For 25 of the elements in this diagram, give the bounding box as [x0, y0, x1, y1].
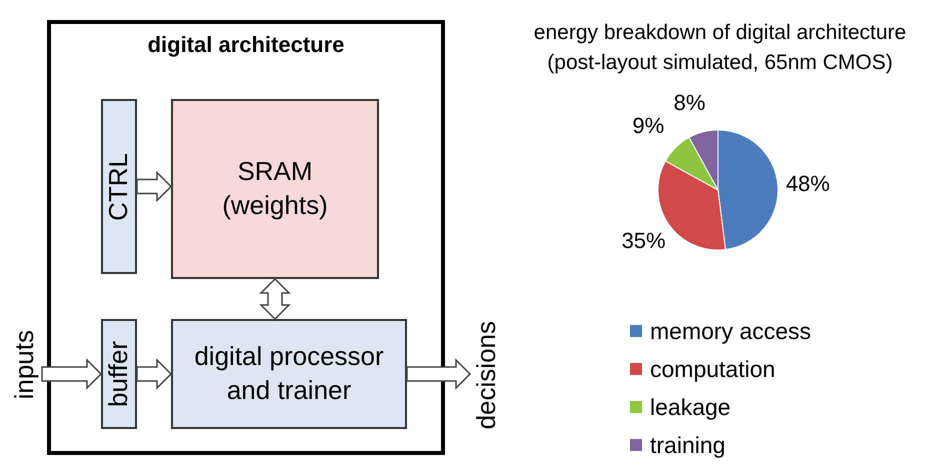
legend-label: memory access — [650, 318, 812, 345]
legend-label: training — [650, 432, 726, 459]
pie-slice — [688, 130, 718, 190]
frame-title: digital architecture — [146, 32, 346, 58]
data-label: 8% — [674, 90, 706, 116]
block-arrow — [136, 170, 172, 202]
pie-slice — [718, 130, 778, 250]
data-label: 35% — [622, 228, 666, 254]
block-arrow — [41, 358, 102, 390]
buffer-block: buffer — [101, 319, 137, 429]
memory-block: SRAM (weights) — [171, 99, 379, 279]
processor-block: digital processor and trainer — [171, 319, 407, 429]
chart-title: energy breakdown of digital architecture (post-layout simulated, 65nm CMOS) — [532, 20, 908, 76]
architecture-frame — [47, 20, 445, 455]
block-arrow — [406, 358, 472, 390]
control-block: CTRL — [101, 99, 137, 274]
data-label: 9% — [632, 113, 664, 140]
data-label: 48% — [786, 171, 830, 198]
output-label: decisions — [470, 300, 504, 450]
pie-slice — [664, 136, 718, 190]
legend-label: leakage — [650, 394, 731, 421]
input-label: inputs — [8, 300, 42, 430]
block-arrow — [136, 358, 172, 390]
legend-label: computation — [650, 356, 776, 383]
block-arrow — [259, 278, 291, 320]
